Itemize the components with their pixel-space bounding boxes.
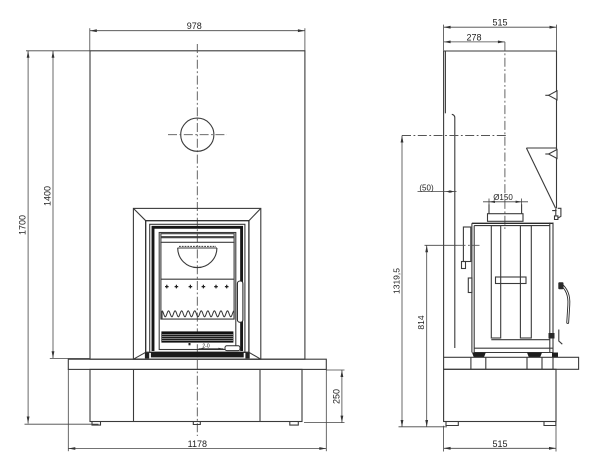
svg-text:1319,5: 1319,5	[391, 268, 401, 294]
svg-text:1400: 1400	[43, 186, 53, 206]
svg-text:1178: 1178	[188, 439, 207, 449]
svg-text:(50): (50)	[419, 183, 434, 192]
svg-text:2-0: 2-0	[202, 344, 209, 350]
svg-text:250: 250	[332, 389, 342, 404]
svg-text:814: 814	[416, 315, 426, 329]
svg-text:278: 278	[466, 33, 481, 43]
svg-text:978: 978	[187, 21, 202, 31]
svg-text:1700: 1700	[18, 215, 28, 235]
svg-text:Ø150: Ø150	[493, 193, 513, 202]
svg-text:515: 515	[492, 18, 507, 28]
svg-text:515: 515	[492, 439, 507, 449]
